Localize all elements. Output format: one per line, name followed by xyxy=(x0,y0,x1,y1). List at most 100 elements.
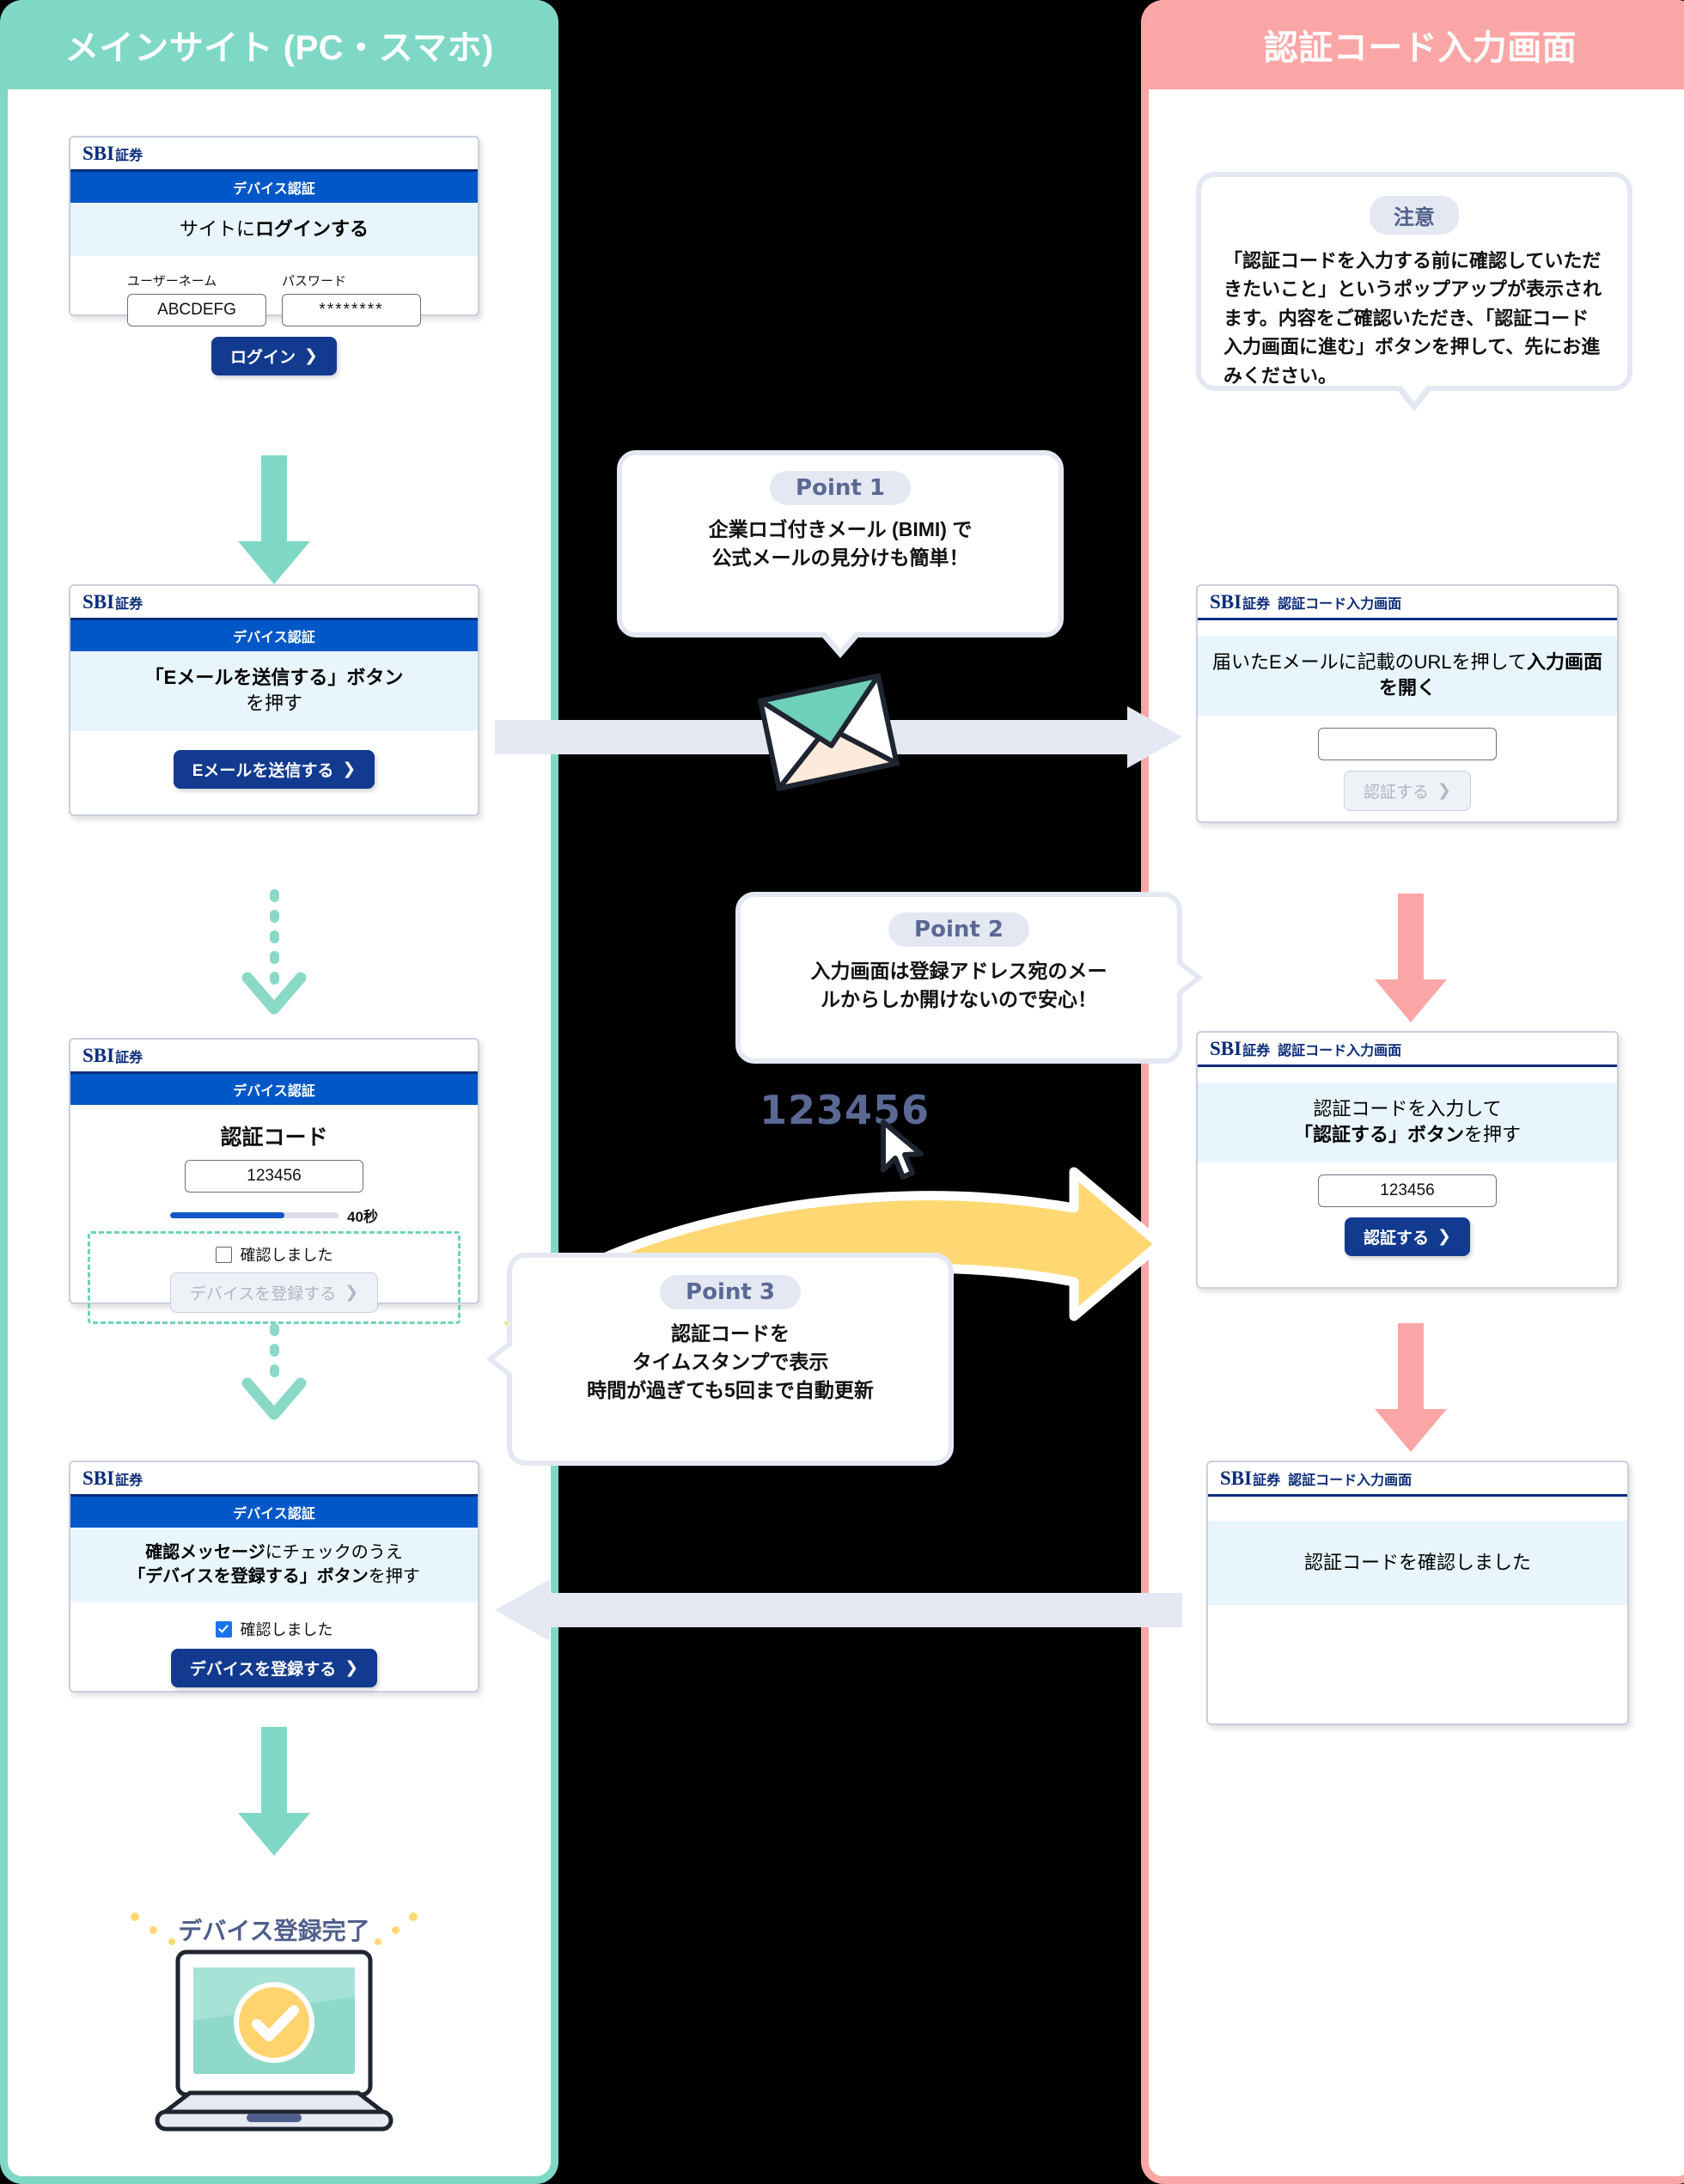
card-brand-bar: SBI 証券 認証コード入力画面 xyxy=(1198,1033,1617,1067)
sbi-logo-text: SBI xyxy=(1210,590,1242,613)
open-input-form: 認証する ❯ xyxy=(1198,716,1617,825)
sbi-logo-jp: 証券 xyxy=(1253,1473,1281,1488)
sbi-logo-text: SBI xyxy=(1220,1467,1253,1489)
auth-code-input-empty[interactable] xyxy=(1318,727,1497,760)
auth-code-title: 認証コード xyxy=(220,1126,328,1150)
card-brand-bar: SBI 証券 xyxy=(70,137,478,172)
open-input-headline-bold: 入力画面を開く xyxy=(1378,651,1603,699)
auth-code-display: 123456 xyxy=(185,1160,363,1193)
enter-code-headline-plain2: を押す xyxy=(1464,1124,1522,1146)
right-column-title: 認証コード入力画面 xyxy=(1263,29,1577,67)
card-brand-bar: SBI 証券 xyxy=(70,586,478,620)
confirm-checkbox-checked[interactable] xyxy=(215,1620,232,1638)
sbi-logo-jp: 証券 xyxy=(1242,1043,1271,1058)
login-card: SBI 証券 デバイス認証 サイトにログインする ユーザーネーム ABCDEFG… xyxy=(69,136,479,376)
auth-code-card: SBI 証券 デバイス認証 認証コード 123456 40秒 確認しました デバ… xyxy=(69,1038,479,1324)
send-email-button-label: Eメールを送信する xyxy=(192,761,334,780)
register-headline-bold2: 「デバイスを登録する」ボタン xyxy=(128,1566,369,1586)
sbi-logo-text: SBI xyxy=(82,1044,115,1066)
login-button[interactable]: ログイン ❯ xyxy=(211,337,337,376)
point-2-line-1: 入力画面は登録アドレス宛のメー xyxy=(810,960,1107,982)
register-headline: 確認メッセージにチェックのうえ 「デバイスを登録する」ボタンを押す xyxy=(70,1528,478,1603)
register-device-button-disabled: デバイスを登録する ❯ xyxy=(169,1272,379,1313)
chevron-right-icon: ❯ xyxy=(1437,1227,1451,1246)
login-form: ユーザーネーム ABCDEFG パスワード ******** ログイン ❯ xyxy=(70,256,478,389)
login-headline-bold: ログインする xyxy=(255,218,369,240)
sbi-logo-text: SBI xyxy=(82,1467,115,1489)
flow-arrow-pink-1 xyxy=(1375,894,1447,1022)
password-field-group: パスワード ******** xyxy=(282,271,421,327)
confirm-check-row[interactable]: 確認しました xyxy=(97,1243,451,1266)
card-subtitle: 認証コード入力画面 xyxy=(1278,1043,1402,1058)
left-column-title: メインサイト (PC・スマホ) xyxy=(64,29,494,67)
flow-arrow-down-2 xyxy=(238,1727,310,1856)
point-3-text: 認証コードを タイムスタンプで表示 時間が過ぎても5回まで自動更新 xyxy=(529,1320,931,1405)
code-confirmed-message: 認証コードを確認しました xyxy=(1208,1521,1627,1606)
login-fields: ユーザーネーム ABCDEFG パスワード ******** xyxy=(82,271,466,327)
authenticate-button[interactable]: 認証する ❯ xyxy=(1345,1217,1470,1256)
device-auth-nav: デバイス認証 xyxy=(70,620,478,651)
auth-code-input[interactable]: 123456 xyxy=(1318,1174,1497,1207)
notice-tail xyxy=(1394,384,1435,412)
confirm-check-label: 確認しました xyxy=(240,1621,333,1639)
point-3-line-3: 時間が過ぎても5回まで自動更新 xyxy=(587,1379,874,1402)
confirm-check-label: 確認しました xyxy=(240,1247,333,1264)
authenticate-button-label: 認証する xyxy=(1364,783,1430,802)
sbi-logo-text: SBI xyxy=(82,590,115,613)
username-input[interactable]: ABCDEFG xyxy=(127,294,266,327)
cross-arrow-left xyxy=(495,1579,1182,1641)
enter-code-headline-plain: 認証コードを入力して xyxy=(1313,1098,1502,1119)
flow-arrow-down-1 xyxy=(238,455,310,584)
point-3-line-2: タイムスタンプで表示 xyxy=(632,1351,829,1374)
code-input-open-card: SBI 証券 認証コード入力画面 届いたEメールに記載のURLを押して入力画面を… xyxy=(1196,584,1619,823)
confirm-check-row[interactable]: 確認しました xyxy=(82,1618,466,1640)
chevron-down-icon xyxy=(241,972,307,1015)
register-headline-plain1: にチェックのうえ xyxy=(265,1543,403,1562)
right-column-header: 認証コード入力画面 xyxy=(1149,0,1684,89)
username-field-group: ユーザーネーム ABCDEFG xyxy=(127,271,266,327)
laptop-check-icon xyxy=(155,1949,394,2132)
register-device-button[interactable]: デバイスを登録する ❯ xyxy=(170,1649,378,1688)
point-1-line-2: 公式メールの見分けも簡単！ xyxy=(711,546,969,570)
send-email-headline: 「Eメールを送信する」ボタン を押す xyxy=(70,651,478,731)
timer-progress-bar xyxy=(170,1212,339,1218)
authenticate-button-label: 認証する xyxy=(1364,1229,1430,1248)
point-1-tail xyxy=(818,631,863,658)
confirm-checkbox[interactable] xyxy=(215,1246,232,1263)
card-subtitle: 認証コード入力画面 xyxy=(1288,1473,1412,1488)
device-auth-nav: デバイス認証 xyxy=(70,172,478,203)
point-2-bubble: Point 2 入力画面は登録アドレス宛のメー ルからしか開けないので安心！ xyxy=(735,892,1203,1064)
envelope-icon xyxy=(757,673,900,792)
point-3-line-1: 認証コードを xyxy=(671,1322,790,1345)
point-3-tail xyxy=(486,1339,512,1380)
point-2-text: 入力画面は登録アドレス宛のメー ルからしか開けないので安心！ xyxy=(758,957,1160,1014)
register-actions: 確認しました デバイスを登録する ❯ xyxy=(70,1602,478,1701)
point-3-bubble: Point 3 認証コードを タイムスタンプで表示 時間が過ぎても5回まで自動更… xyxy=(486,1253,954,1466)
card-brand-bar: SBI 証券 xyxy=(70,1462,478,1497)
point-1-line-1: 企業ロゴ付きメール (BIMI) で xyxy=(708,518,973,540)
authenticate-button-disabled: 認証する ❯ xyxy=(1344,770,1471,811)
point-1-label: Point 1 xyxy=(770,471,911,505)
chevron-right-icon: ❯ xyxy=(1437,781,1451,800)
password-input[interactable]: ******** xyxy=(282,294,421,327)
chevron-right-icon: ❯ xyxy=(345,1284,359,1302)
login-headline: サイトにログインする xyxy=(70,203,478,257)
auth-code-body: 認証コード 123456 40秒 確認しました デバイスを登録する ❯ xyxy=(70,1105,478,1338)
chevron-right-icon: ❯ xyxy=(342,760,357,778)
password-label: パスワード xyxy=(282,274,347,290)
card-brand-bar: SBI 証券 xyxy=(70,1040,478,1074)
register-dashed-highlight: 確認しました デバイスを登録する ❯ xyxy=(88,1231,461,1324)
send-email-card: SBI 証券 デバイス認証 「Eメールを送信する」ボタン を押す Eメールを送信… xyxy=(69,584,479,816)
sbi-logo-jp: 証券 xyxy=(1242,596,1271,612)
card-subtitle: 認証コード入力画面 xyxy=(1278,596,1402,612)
left-column-header: メインサイト (PC・スマホ) xyxy=(8,0,551,89)
flow-arrow-pink-2 xyxy=(1375,1323,1447,1452)
point-2-tail xyxy=(1177,957,1203,998)
complete-title: デバイス登録完了 xyxy=(178,1918,370,1944)
enter-code-headline: 認証コードを入力して 「認証する」ボタンを押す xyxy=(1198,1083,1617,1162)
point-2-label: Point 2 xyxy=(888,912,1029,947)
notice-bubble: 注意 「認証コードを入力する前に確認していただきたいこと」というポップアップが表… xyxy=(1196,172,1632,412)
point-1-text: 企業ロゴ付きメール (BIMI) で 公式メールの見分けも簡単！ xyxy=(639,515,1041,572)
device-auth-nav: デバイス認証 xyxy=(70,1497,478,1528)
send-email-button[interactable]: Eメールを送信する ❯ xyxy=(173,749,375,789)
